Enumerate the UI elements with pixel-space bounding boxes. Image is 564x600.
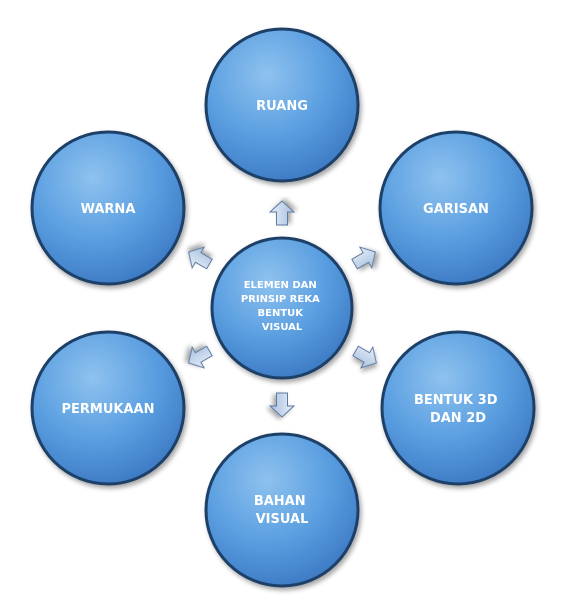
arrow-to-top-node xyxy=(268,200,296,226)
center-node-line-3: BENTUK xyxy=(258,308,305,319)
center-node: ELEMEN DAN PRINSIP REKA BENTUK VISUAL xyxy=(210,236,354,380)
node-bottom-line-1: BAHAN xyxy=(254,494,306,509)
node-lower-left: PERMUKAAN xyxy=(30,330,186,486)
node-upper-left: WARNA xyxy=(30,130,186,286)
node-bottom-line-2: VISUAL xyxy=(256,512,309,527)
node-upper-left-line-1: WARNA xyxy=(81,202,136,217)
center-node-circle xyxy=(210,236,354,380)
center-node-line-4: VISUAL xyxy=(262,322,303,333)
node-upper-right-circle xyxy=(378,130,534,286)
node-lower-right-line-1: BENTUK 3D xyxy=(414,393,498,408)
center-node-line-1: ELEMEN DAN xyxy=(244,280,317,291)
node-bottom: BAHAN VISUAL xyxy=(204,432,360,588)
node-upper-right: GARISAN xyxy=(378,130,534,286)
arrow-to-upper-left-node xyxy=(188,246,213,270)
node-bottom-circle xyxy=(204,432,360,588)
node-lower-left-circle xyxy=(30,330,186,486)
node-lower-right-circle xyxy=(380,330,536,486)
node-lower-left-label: PERMUKAAN xyxy=(62,402,155,417)
arrow-to-lower-left-node xyxy=(188,345,213,369)
node-top-label: RUANG xyxy=(256,99,308,114)
node-lower-right-line-2: DAN 2D xyxy=(430,411,486,426)
node-upper-right-label: GARISAN xyxy=(423,202,489,217)
node-lower-left-line-1: PERMUKAAN xyxy=(62,402,155,417)
node-upper-left-circle xyxy=(30,130,186,286)
node-upper-left-label: WARNA xyxy=(81,202,136,217)
arrow-to-lower-right-node xyxy=(352,345,377,369)
center-node-line-2: PRINSIP REKA xyxy=(241,294,320,305)
center-node-label: ELEMEN DAN PRINSIP REKA BENTUK VISUAL xyxy=(241,280,323,333)
node-lower-right-label: BENTUK 3D DAN 2D xyxy=(414,393,502,426)
node-bottom-label: BAHAN VISUAL xyxy=(254,494,310,527)
node-top-circle xyxy=(204,27,360,183)
arrow-to-upper-right-node xyxy=(351,246,376,270)
node-top: RUANG xyxy=(204,27,360,183)
node-top-line-1: RUANG xyxy=(256,99,308,114)
arrows xyxy=(188,200,377,418)
arrow-to-bottom-node xyxy=(268,392,296,418)
node-lower-right: BENTUK 3D DAN 2D xyxy=(380,330,536,486)
node-upper-right-line-1: GARISAN xyxy=(423,202,489,217)
